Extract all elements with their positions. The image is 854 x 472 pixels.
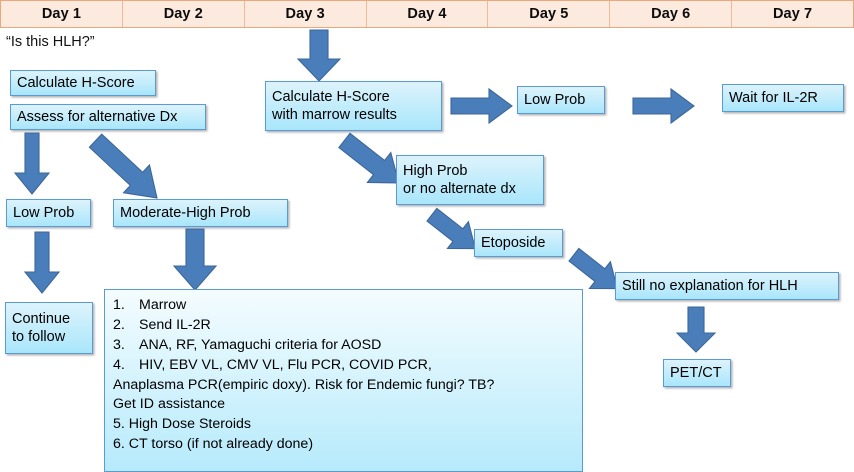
list-item-text: HIV, EBV VL, CMV VL, Flu PCR, COVID PCR,	[139, 356, 432, 373]
node-label: PET/CT	[670, 364, 722, 381]
list-item-number: 3.	[113, 336, 125, 353]
arrow-diagonal-to-etoposide	[423, 207, 485, 255]
node-continue-to-follow[interactable]: Continue to follow	[5, 302, 93, 354]
node-moderate-high-prob[interactable]: Moderate-High Prob	[113, 199, 288, 227]
day-column-1: Day 1	[0, 1, 122, 27]
node-label: Etoposide	[481, 234, 546, 251]
arrow-right-to-wait-for-il2r	[632, 87, 695, 125]
node-label: Calculate H-Score	[17, 74, 135, 91]
arrow-down-to-continue-to-follow	[23, 231, 61, 294]
day-column-4: Day 4	[365, 1, 488, 27]
node-label-line2: with marrow results	[272, 107, 397, 123]
node-pet-ct[interactable]: PET/CT	[663, 359, 731, 387]
node-calculate-hscore-with-marrow[interactable]: Calculate H-Score with marrow results	[265, 81, 442, 131]
node-label: Low Prob	[13, 204, 75, 221]
node-wait-for-il2r[interactable]: Wait for IL-2R	[722, 84, 844, 112]
opening-question-text: “Is this HLH?”	[6, 34, 95, 50]
node-etoposide[interactable]: Etoposide	[474, 229, 563, 257]
day-column-6: Day 6	[609, 1, 731, 27]
day-column-2: Day 2	[121, 1, 244, 27]
day-column-5: Day 5	[487, 1, 609, 27]
list-item-number: 4.	[113, 356, 125, 373]
list-item: 6. CT torso (if not already done)	[113, 436, 314, 453]
day-label: Day 6	[651, 6, 691, 22]
arrow-down-to-workup-list	[172, 228, 218, 291]
node-label: Wait for IL-2R	[729, 89, 818, 106]
list-item: 2. Send IL-2R	[113, 316, 574, 336]
node-low-prob-day4[interactable]: Low Prob	[517, 86, 605, 114]
list-item-text: Marrow	[139, 297, 187, 313]
node-label-line1: High Prob	[403, 162, 468, 179]
arrow-down-to-calculate-hscore-marrow	[296, 29, 342, 82]
arrow-diagonal-to-still-no-explanation	[565, 247, 627, 295]
day-label: Day 4	[407, 6, 447, 22]
list-item-number: 2.	[113, 316, 125, 333]
list-item: 4. HIV, EBV VL, CMV VL, Flu PCR, COVID PC…	[113, 356, 574, 376]
day-label: Day 2	[163, 6, 203, 22]
day-timeline-header: Day 1 Day 2 Day 3 Day 4 Day 5 Day 6 Day …	[0, 0, 854, 28]
node-label: Moderate-High Prob	[120, 204, 251, 221]
node-still-no-explanation-for-hlh[interactable]: Still no explanation for HLH	[615, 272, 839, 300]
node-assess-alternative-dx[interactable]: Assess for alternative Dx	[10, 104, 206, 130]
node-low-prob-day1[interactable]: Low Prob	[6, 199, 91, 227]
list-item-text: ANA, RF, Yamaguchi criteria for AOSD	[139, 336, 382, 353]
list-item-number: 1.	[113, 297, 125, 313]
list-item: 5. High Dose Steroids	[113, 416, 252, 433]
node-label: Assess for alternative Dx	[17, 108, 178, 125]
list-item-text: Send IL-2R	[139, 316, 211, 333]
node-label-line1: Continue	[12, 310, 71, 327]
node-label-line2: or no alternate dx	[403, 181, 516, 197]
day-column-3: Day 3	[243, 1, 366, 27]
list-item: 1. Marrow	[113, 296, 574, 316]
arrow-right-to-low-prob-day4	[450, 87, 513, 125]
workup-list-box[interactable]: 1. Marrow 2. Send IL-2R 3. ANA, RF, Yamaguc…	[104, 289, 583, 472]
node-calculate-hscore[interactable]: Calculate H-Score	[10, 70, 156, 96]
node-label: Still no explanation for HLH	[622, 277, 798, 294]
list-item-continuation: Get ID assistance	[113, 396, 225, 413]
node-label-line2: to follow	[12, 329, 66, 345]
list-item-continuation: Anaplasma PCR(empiric doxy). Risk for En…	[113, 376, 495, 393]
day-column-7: Day 7	[731, 1, 854, 27]
arrow-down-to-pet-ct	[675, 306, 717, 353]
day-label: Day 5	[529, 6, 569, 22]
arrow-diagonal-to-moderate-high-prob	[78, 133, 176, 202]
arrow-diagonal-to-high-prob	[333, 132, 411, 190]
list-item: 3. ANA, RF, Yamaguchi criteria for AOSD	[113, 336, 574, 356]
day-label: Day 3	[285, 6, 325, 22]
day-label: Day 7	[772, 6, 813, 22]
node-label-line1: Calculate H-Score	[272, 88, 390, 105]
day-label: Day 1	[41, 6, 82, 22]
arrow-down-to-low-prob-day1	[13, 132, 51, 195]
node-label: Low Prob	[524, 91, 586, 108]
node-high-prob-or-no-alternate-dx[interactable]: High Prob or no alternate dx	[396, 155, 544, 205]
